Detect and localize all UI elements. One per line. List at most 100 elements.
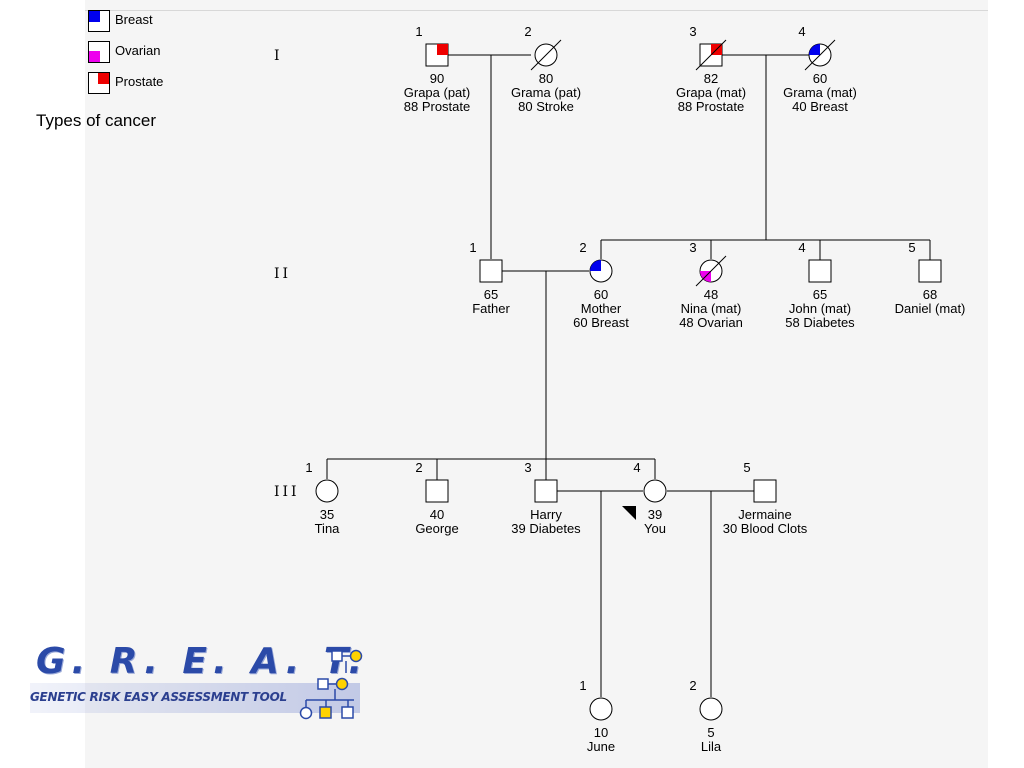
condition-note: 40 Breast	[792, 99, 848, 114]
deceased-slash	[695, 255, 727, 287]
proband-arrow-icon	[622, 506, 636, 520]
condition-note: 88 Prostate	[404, 99, 471, 114]
condition-note: 30 Blood Clots	[723, 521, 808, 536]
individual-number: 1	[469, 240, 476, 255]
female-symbol	[589, 697, 613, 721]
name-label: Grapa (pat)	[404, 85, 470, 100]
age-label: 82	[704, 71, 718, 86]
condition-note: 48 Ovarian	[679, 315, 743, 330]
female-symbol	[315, 479, 339, 503]
name-label: Lila	[701, 739, 722, 754]
generation-label-i: I	[274, 48, 283, 64]
logo-subtitle: GENETIC RISK EASY ASSESSMENT TOOL	[30, 690, 287, 704]
age-label: 65	[484, 287, 498, 302]
age-label: 5	[707, 725, 714, 740]
male-symbol	[425, 479, 449, 503]
name-label: Nina (mat)	[681, 301, 742, 316]
individual-number: 1	[305, 460, 312, 475]
individual-number: 1	[579, 678, 586, 693]
legend-label-ovarian: Ovarian	[115, 43, 161, 58]
name-label: Tina	[315, 521, 341, 536]
age-label: 90	[430, 71, 444, 86]
name-label: Grama (mat)	[783, 85, 857, 100]
individual-number: 4	[798, 240, 805, 255]
legend-label-prostate: Prostate	[115, 74, 164, 89]
individual-number: 3	[689, 24, 696, 39]
name-label: Harry	[530, 507, 562, 522]
legend-swatch-ovarian	[88, 41, 110, 63]
age-label: 35	[320, 507, 334, 522]
age-label: 10	[594, 725, 608, 740]
deceased-slash	[695, 39, 727, 71]
individual-number: 2	[415, 460, 422, 475]
male-symbol	[808, 259, 832, 283]
condition-note: 39 Diabetes	[511, 521, 581, 536]
condition-note: 80 Stroke	[518, 99, 574, 114]
deceased-slash	[530, 39, 562, 71]
individual-number: 2	[689, 678, 696, 693]
name-label: Daniel (mat)	[895, 301, 966, 316]
great-logo: G. R. E. A. T. GENETIC RISK EASY ASSESSM…	[30, 641, 370, 725]
name-label: Grapa (mat)	[676, 85, 746, 100]
female-symbol	[643, 479, 667, 503]
age-label: 68	[923, 287, 937, 302]
individual-number: 4	[633, 460, 640, 475]
legend-swatch-breast	[88, 10, 110, 32]
male-symbol	[918, 259, 942, 283]
cancer-marker	[809, 44, 820, 55]
name-label: Grama (pat)	[511, 85, 581, 100]
age-label: 60	[813, 71, 827, 86]
cancer-marker	[590, 260, 601, 271]
age-label: 40	[430, 507, 444, 522]
individual-number: 2	[579, 240, 586, 255]
age-label: 65	[813, 287, 827, 302]
top-divider	[85, 10, 988, 11]
name-label: Jermaine	[738, 507, 791, 522]
pedigree-logo-icon	[299, 649, 363, 720]
individual-number: 2	[524, 24, 531, 39]
pedigree-lines	[326, 54, 931, 697]
individual-number: 4	[798, 24, 805, 39]
name-label: Father	[472, 301, 510, 316]
condition-note: 58 Diabetes	[785, 315, 855, 330]
individual-number: 5	[743, 460, 750, 475]
deceased-slash	[804, 39, 836, 71]
legend-swatch-prostate	[88, 72, 110, 94]
name-label: You	[644, 521, 666, 536]
age-label: 80	[539, 71, 553, 86]
male-symbol	[534, 479, 558, 503]
individual-number: 1	[415, 24, 422, 39]
individual-number: 3	[524, 460, 531, 475]
generation-label-ii: II	[274, 266, 292, 282]
name-label: John (mat)	[789, 301, 851, 316]
cancer-marker	[437, 44, 448, 55]
age-label: 60	[594, 287, 608, 302]
male-symbol	[753, 479, 777, 503]
age-label: 48	[704, 287, 718, 302]
individual-number: 3	[689, 240, 696, 255]
male-symbol	[479, 259, 503, 283]
age-label: 39	[648, 507, 662, 522]
condition-note: 60 Breast	[573, 315, 629, 330]
name-label: Mother	[581, 301, 622, 316]
name-label: June	[587, 739, 615, 754]
generation-label-iii: III	[274, 484, 300, 500]
female-symbol	[699, 697, 723, 721]
